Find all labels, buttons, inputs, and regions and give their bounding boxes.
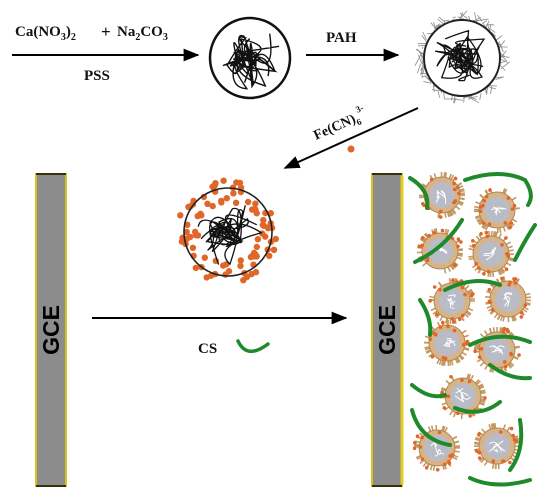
ferricyanide-dot [184,221,191,228]
ferricyanide-dot-icon [347,145,355,153]
ferricyanide-dot [237,257,244,264]
nanoparticle [416,228,464,274]
ferricyanide-dot [265,223,273,231]
chitosan-strand [453,400,502,414]
chitosan-strand [468,476,532,487]
chitosan-strand-icon [236,339,270,353]
ferricyanide-dot [203,274,210,281]
ferricyanide-dot [240,277,247,284]
ferricyanide-dot [192,264,199,272]
ferricyanide-dot [244,198,252,206]
ferricyanide-dot [253,243,260,251]
chitosan-strand [488,363,532,381]
modified-film [408,171,537,487]
nanoparticle [428,277,475,325]
chitosan-strand [408,176,430,210]
ferricyanide-dot [187,233,194,241]
ferricyanide-dot [252,269,260,276]
chitosan-strand [418,298,433,337]
chitosan-strand [413,218,464,264]
chitosan-strand [410,408,452,447]
nanoparticle [473,423,521,470]
arrow-to-ferricyanide-particle [283,107,419,169]
ferricyanide-dot [189,244,197,251]
ferricyanide-dot [209,183,216,190]
ferricyanide-dot [230,190,237,197]
bare-gce-electrode [35,173,67,487]
pss-label: PSS [84,68,110,84]
template-particle [208,16,292,100]
ferricyanide-dot [237,262,244,270]
ferricyanide-dot [252,200,259,207]
ferricyanide-dot [266,252,273,260]
ferricyanide-dot [270,246,278,253]
gce-label-left: GCE [38,305,64,355]
ferricyanide-dot [233,179,240,186]
reactant-ca-nitrate-label: Ca(NO3)2 [15,24,76,43]
chitosan-strand [443,279,502,292]
ferricyanide-dot [201,254,208,261]
ferricyanide-dot [204,200,211,207]
ferricyanide-loaded-particle [177,177,279,284]
chitosan-strand [468,334,532,347]
ferricyanide-dot [259,221,266,229]
chitosan-strand [410,383,447,399]
nanoparticle [412,424,461,472]
nanoparticle [473,187,520,234]
pah-coated-particle [414,10,511,104]
pah-label: PAH [326,30,357,46]
ferricyanide-label: Fe(CN)63- [309,102,369,145]
ferricyanide-dot [197,210,204,217]
ferricyanide-dot [253,253,260,260]
chitosan-strand [513,223,537,262]
reactant-sodium-carbonate-label: Na2CO3 [117,24,168,43]
ferricyanide-dot [223,195,230,202]
nanoparticle [439,373,487,420]
plus-sign: + [101,22,111,41]
ferricyanide-dot [200,193,208,201]
ferricyanide-dot [232,199,240,206]
ferricyanide-dot [260,216,267,224]
ferricyanide-dot [251,205,259,213]
ferricyanide-dot [192,232,200,239]
ferricyanide-dot [218,197,225,205]
ferricyanide-dot [220,177,227,184]
cs-label: CS [198,341,217,357]
chitosan-strand [508,418,524,472]
chitosan-strand [463,172,533,207]
gce-label-right: GCE [374,305,400,355]
ferricyanide-dot [209,202,216,210]
ferricyanide-dot [225,268,233,275]
ferricyanide-dot [254,236,262,243]
ferricyanide-dot [177,212,184,219]
nanoparticle [468,230,514,278]
nanoparticle [423,319,471,367]
ferricyanide-dot [183,228,190,236]
nanoparticle [473,326,521,373]
modified-gce-electrode [371,173,404,487]
ferricyanide-dot [272,235,279,243]
nanoparticle [485,276,531,323]
